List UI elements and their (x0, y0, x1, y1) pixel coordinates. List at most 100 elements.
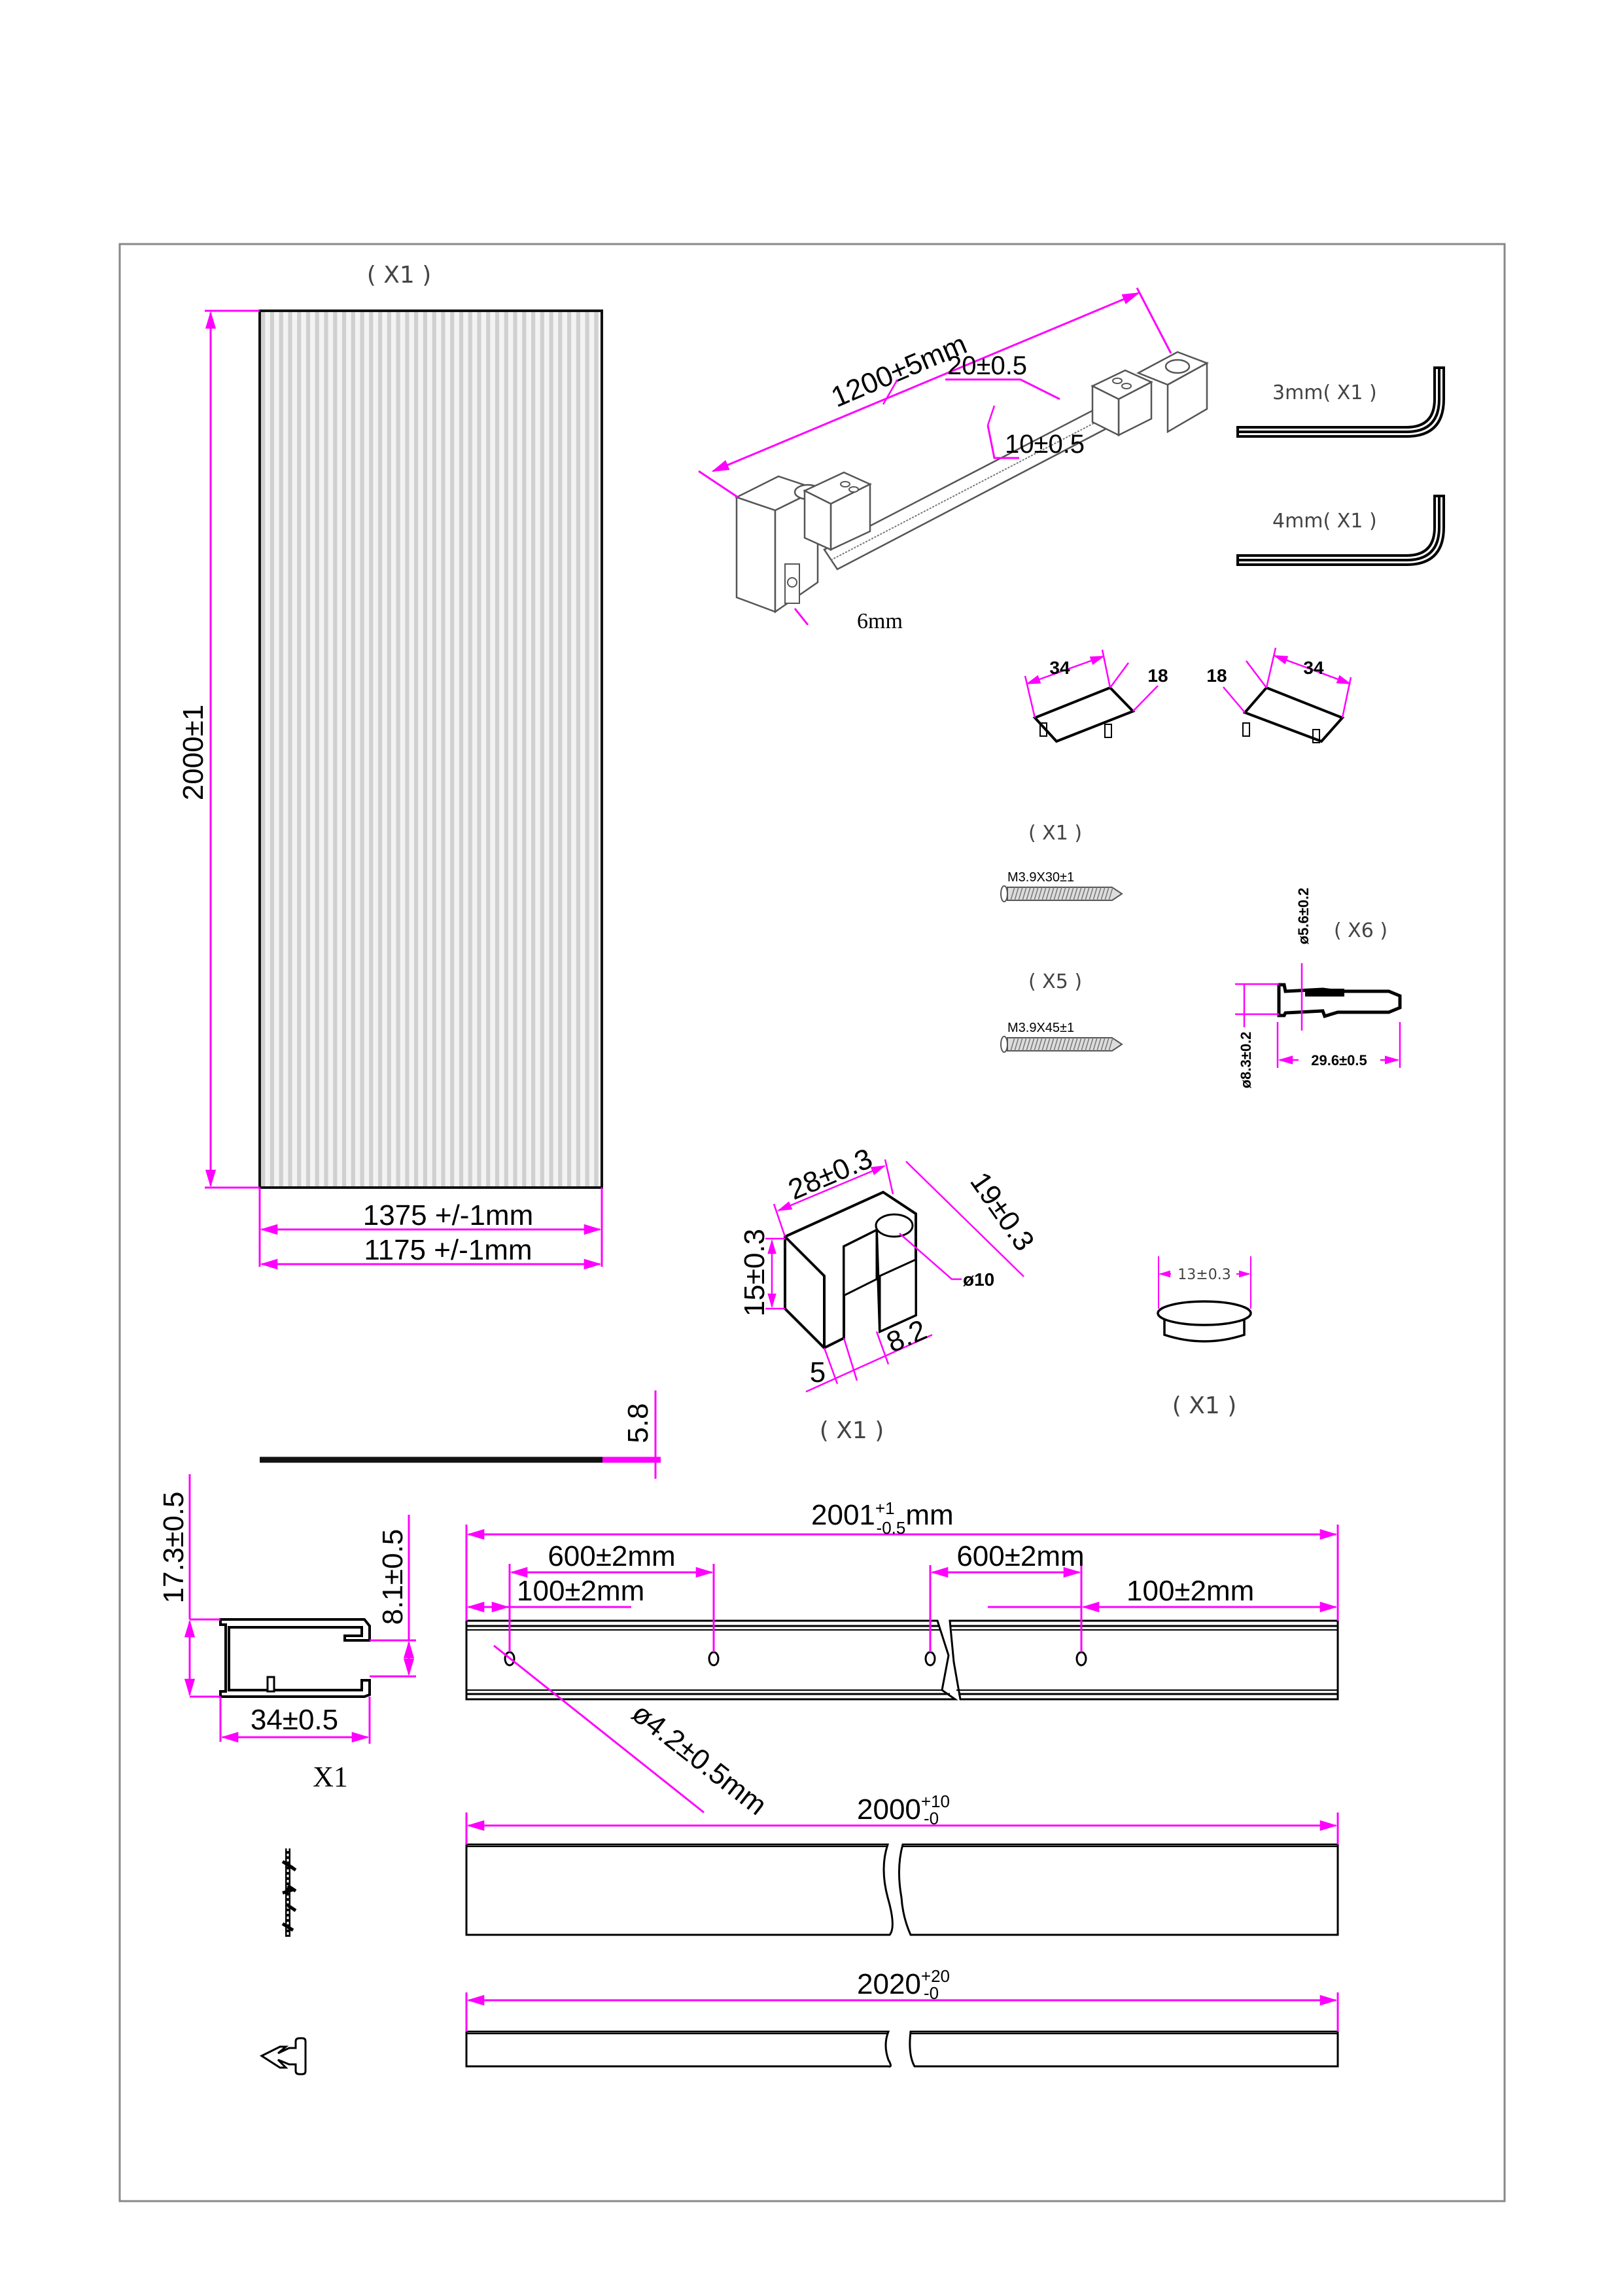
bar-width-label: 20±0.5 (947, 351, 1027, 380)
glass-flute (324, 311, 328, 1188)
sheet-border (118, 243, 1506, 2202)
screw-thread (1089, 1037, 1094, 1051)
screw-thread (1100, 887, 1106, 901)
glass-flute (351, 311, 355, 1188)
glass-flute (468, 311, 472, 1188)
seal-strip-2-length-label: 2020+20-0 (857, 1966, 950, 2003)
profile-width-label: 34±0.5 (251, 1704, 338, 1736)
screw-thread (1049, 887, 1055, 901)
fin-seal-icon (259, 2037, 307, 2075)
profile-quantity: X1 (313, 1761, 348, 1793)
screw-thread (1030, 1037, 1035, 1051)
glass-flute (441, 311, 445, 1188)
glass-flute (477, 311, 481, 1188)
screw-thread (1018, 887, 1023, 901)
bracket-depth-label: 19±0.3 (964, 1167, 1040, 1257)
glass-flute (288, 311, 292, 1188)
end-cap-right-length-label: 34 (1303, 658, 1324, 678)
glass-thickness-label: 5.8 (622, 1403, 654, 1443)
glass-flute (315, 311, 319, 1188)
screw-thread (1053, 887, 1058, 901)
screw-thread (1014, 1037, 1019, 1051)
bar-length-dimension-line (711, 292, 1140, 472)
hex-key-3mm: 3mm( X1 ) (1236, 366, 1445, 438)
screw-thread (1073, 1037, 1078, 1051)
screw-thread (1065, 887, 1070, 901)
bracket-hole-label: ø10 (963, 1269, 994, 1290)
glass-flute (405, 311, 410, 1188)
screw-thread (1096, 887, 1102, 901)
bracket-height-label: 15±0.3 (739, 1229, 771, 1316)
screw-30: ( X1 ) M3.9X30±1 (1000, 822, 1123, 902)
glass-flute (522, 311, 527, 1188)
screw-thread (1038, 887, 1043, 901)
glass-flute (261, 311, 266, 1188)
profile-hole-dia-label: ø4.2±0.5mm (626, 1697, 773, 1821)
bracket-length-label: 28±0.3 (784, 1142, 877, 1207)
screw-thread (1081, 887, 1086, 901)
glass-flute (369, 311, 374, 1188)
glass-panel-flutes (261, 311, 599, 1188)
screw-thread (1030, 887, 1035, 901)
wall-plug: ( X6 ) ø8.3±0.2 ø5.6±0.2 29.6±0.5 (1235, 888, 1402, 1088)
screw-thread (1069, 1037, 1074, 1051)
screw-thread (1104, 887, 1109, 901)
wall-plug-length-label: 29.6±0.5 (1311, 1052, 1367, 1069)
bar-inner-label: 10±0.5 (1005, 430, 1085, 459)
screw-thread (1069, 887, 1074, 901)
bracket-quantity: ( X1 ) (820, 1417, 884, 1444)
glass-flute (333, 311, 338, 1188)
glass-flute (341, 311, 347, 1188)
end-cap-left: 34 18 (1024, 649, 1168, 743)
glass-flute (270, 311, 274, 1188)
glass-flute (360, 311, 364, 1188)
profile-hole-edge-right: 100±2mm (1126, 1575, 1254, 1607)
cover-cap: 13±0.3 ( X1 ) (1157, 1256, 1252, 1419)
screw-thread (1061, 1037, 1066, 1051)
glass-flute (594, 311, 599, 1188)
screw-thread (1034, 887, 1039, 901)
screw-thread (1085, 1037, 1090, 1051)
screw-thread (1022, 1037, 1027, 1051)
bracket-block: 28±0.3 19±0.3 15±0.3 ø10 5 8.2 ( X1 ) (739, 1142, 1040, 1444)
screw-thread (1104, 1037, 1109, 1051)
cover-cap-quantity: ( X1 ) (1172, 1392, 1237, 1419)
glass-panel-quantity: ( X1 ) (367, 262, 432, 289)
bar-slot-label: 6mm (857, 609, 903, 633)
screw-thread (1045, 887, 1051, 901)
screw-thread (1073, 887, 1078, 901)
screw-thread (1092, 887, 1098, 901)
wall-profile-section: 17.3±0.5 8.1±0.5 34±0.5 X1 (158, 1474, 416, 1793)
screw-thread (1092, 1037, 1098, 1051)
screw-thread (1096, 1037, 1102, 1051)
screw-thread (1010, 887, 1015, 901)
screw-thread (1108, 1037, 1113, 1051)
brush-seal-icon (281, 1848, 297, 1937)
hex-key-3mm-label: 3mm( X1 ) (1272, 381, 1377, 404)
support-bar: 1200±5mm 20±0.5 10±0.5 6mm (698, 287, 1209, 633)
glass-flute (279, 311, 283, 1188)
screw-thread (1077, 887, 1082, 901)
glass-flute (396, 311, 400, 1188)
screw-thread (1077, 1037, 1082, 1051)
screw-30-spec: M3.9X30±1 (1007, 870, 1074, 885)
glass-flute (531, 311, 536, 1188)
screw-thread (1057, 887, 1062, 901)
hex-key-4mm-label: 4mm( X1 ) (1272, 510, 1377, 533)
glass-flute (513, 311, 517, 1188)
end-cap-right: 34 18 (1206, 647, 1352, 743)
screw-thread (1014, 887, 1019, 901)
glass-flute (432, 311, 436, 1188)
seal-strip-1: 2000+10-0 (281, 1792, 1339, 1937)
profile-hole-spacing-left: 600±2mm (548, 1540, 675, 1572)
screw-thread (1089, 887, 1094, 901)
screw-45: ( X5 ) M3.9X45±1 (1000, 970, 1123, 1053)
glass-flute (567, 311, 572, 1188)
screw-45-spec: M3.9X45±1 (1007, 1021, 1074, 1035)
glass-flute (297, 311, 302, 1188)
glass-panel-outline (258, 309, 603, 1189)
screw-thread (1085, 887, 1090, 901)
screw-thread (1041, 1037, 1047, 1051)
glass-flute (486, 311, 491, 1188)
